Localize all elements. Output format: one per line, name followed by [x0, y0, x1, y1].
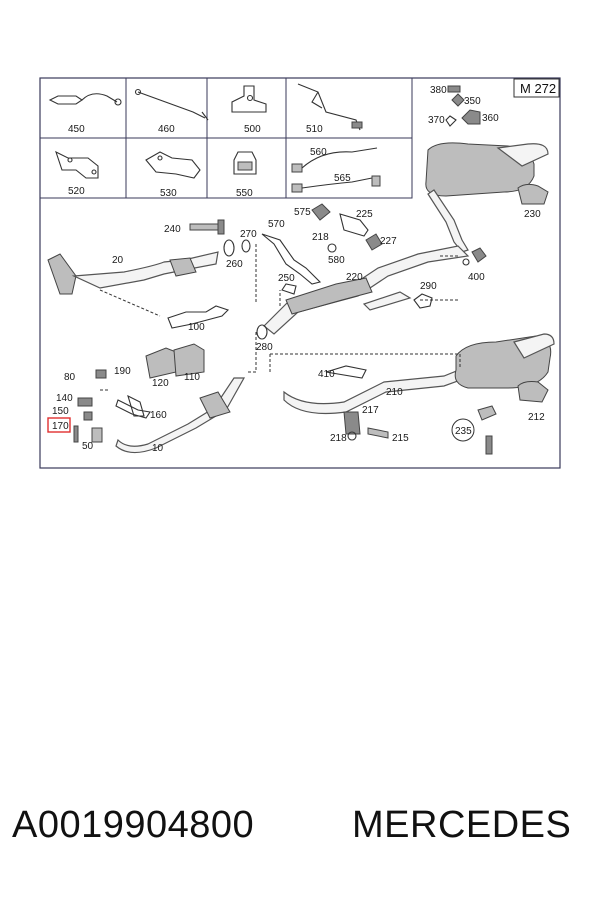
- thumb-460: [134, 88, 209, 121]
- label-50: 50: [82, 441, 94, 452]
- thumb-510: [297, 83, 363, 131]
- label-230: 230: [524, 209, 541, 220]
- label-225: 225: [356, 209, 373, 220]
- highlight-box-170: [47, 417, 71, 433]
- gasket-280: [256, 324, 268, 340]
- label-520: 520: [68, 186, 85, 197]
- rear-silencer-lower: [454, 333, 555, 403]
- label-280: 280: [256, 342, 273, 353]
- bracket-400: [462, 247, 487, 266]
- label-140: 140: [56, 393, 73, 404]
- label-370: 370: [428, 115, 445, 126]
- label-80: 80: [64, 372, 76, 383]
- label-565: 565: [334, 173, 351, 184]
- thumb-500: [231, 85, 267, 113]
- clamp-250: [281, 283, 297, 295]
- label-510: 510: [306, 124, 323, 135]
- label-215: 215: [392, 433, 409, 444]
- label-260: 260: [226, 259, 243, 270]
- label-160: 160: [150, 410, 167, 421]
- label-575: 575: [294, 207, 311, 218]
- label-560: 560: [310, 147, 327, 158]
- label-235: 235: [455, 426, 472, 437]
- clamp-235: [451, 405, 497, 455]
- label-360: 360: [482, 113, 499, 124]
- label-530: 530: [160, 188, 177, 199]
- label-218: 218: [312, 232, 329, 243]
- label-240: 240: [164, 224, 181, 235]
- label-580: 580: [328, 255, 345, 266]
- bolt-240: [189, 219, 225, 235]
- rear-silencer-top: [425, 142, 549, 253]
- label-217: 217: [362, 405, 379, 416]
- label-350: 350: [464, 96, 481, 107]
- thumb-560-565: [291, 147, 381, 193]
- thumbnail-grid: [39, 77, 413, 199]
- hangers-217-218-215: [343, 411, 389, 441]
- thumb-530: [145, 151, 201, 179]
- label-170: 170: [52, 421, 69, 432]
- label-218-lower: 218: [330, 433, 347, 444]
- part-number: A0019904800: [12, 804, 255, 846]
- label-570: 570: [268, 219, 285, 230]
- heat-shields-110-120: [145, 343, 205, 379]
- thumb-450: [48, 93, 122, 106]
- gasket-260: [223, 239, 251, 257]
- label-110: 110: [184, 372, 200, 383]
- front-catalyst-pipe: [47, 251, 230, 329]
- label-220: 220: [346, 272, 363, 283]
- brand-name: MERCEDES: [352, 804, 572, 846]
- hanger-parts-top-right: [445, 85, 481, 127]
- label-290: 290: [420, 281, 437, 292]
- exhaust-parts-diagram: M 272: [39, 77, 561, 469]
- model-badge: M 272: [520, 81, 556, 96]
- label-550: 550: [236, 188, 253, 199]
- label-250: 250: [278, 273, 295, 284]
- label-450: 450: [68, 124, 85, 135]
- label-100: 100: [188, 322, 205, 333]
- label-210: 210: [386, 387, 403, 398]
- label-120: 120: [152, 378, 169, 389]
- bracket-570-575-225: [261, 203, 383, 285]
- label-500: 500: [244, 124, 261, 135]
- front-pipe-lower: [115, 377, 246, 454]
- label-380: 380: [430, 85, 447, 96]
- label-20: 20: [112, 255, 124, 266]
- middle-silencer: [263, 245, 470, 335]
- label-212: 212: [528, 412, 545, 423]
- label-270: 270: [240, 229, 257, 240]
- label-190: 190: [114, 366, 131, 377]
- label-410: 410: [318, 369, 335, 380]
- bracket-160: [115, 399, 151, 419]
- label-150: 150: [52, 406, 69, 417]
- thumb-550: [233, 151, 257, 175]
- model-badge-box: [513, 78, 560, 98]
- thumb-520: [55, 150, 99, 179]
- label-227: 227: [380, 236, 397, 247]
- label-10: 10: [152, 443, 164, 454]
- label-400: 400: [468, 272, 485, 283]
- label-460: 460: [158, 124, 175, 135]
- small-fasteners-left: [73, 369, 107, 443]
- leader-lines: [100, 244, 461, 391]
